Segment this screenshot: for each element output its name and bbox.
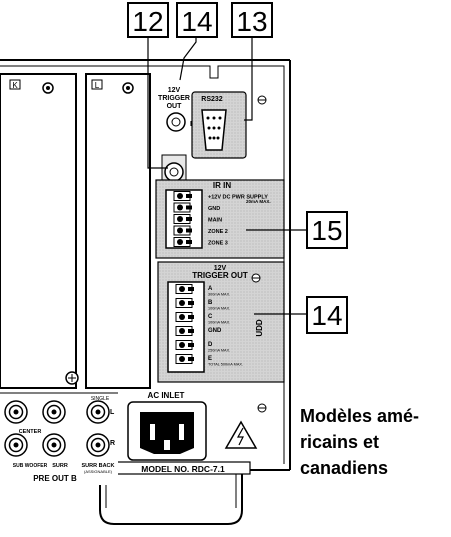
trigger-out-row-sub: 300mA MAX. xyxy=(208,293,230,297)
pre-out-sub-label: SUB WOOFER xyxy=(13,463,48,469)
trigger-terminal xyxy=(175,354,194,364)
caption-line-2: ricains et xyxy=(300,432,380,452)
rca-jack xyxy=(4,433,28,457)
trigger-out-row-sub: 100mA MAX. xyxy=(208,321,230,325)
slot-k-letter: K xyxy=(12,81,18,90)
pre-out-surrback-label: SURR BACK xyxy=(82,463,115,469)
ir-in-title: IR IN xyxy=(213,181,231,190)
trigger-out-row-sub: 250mA MAX. xyxy=(208,349,230,353)
trigger-out-row-sub: TOTAL 500mA MAX. xyxy=(208,363,243,367)
ir-in-row-label: ZONE 2 xyxy=(208,229,228,235)
region-caption: Modèles amé- ricains et canadiens xyxy=(300,403,450,481)
callout-14-top: 14 xyxy=(176,2,218,38)
trigger-out-row-sub: 100mA MAX. xyxy=(208,307,230,311)
ir-terminal xyxy=(173,202,192,213)
ac-inlet: AC INLET xyxy=(127,391,207,461)
rca-jack xyxy=(42,400,66,424)
trigger-terminal xyxy=(175,284,194,294)
callout-14-bottom: 14 xyxy=(306,296,348,334)
pre-out-center-label: CENTER xyxy=(19,429,42,435)
pre-out-r-label: R xyxy=(110,440,115,447)
leader-lines xyxy=(147,36,306,315)
trigger-out-title-1: 12V xyxy=(214,265,227,272)
model-number-plate: MODEL NO. RDC-7.1 xyxy=(115,461,251,475)
ir-in-row-label: GND xyxy=(208,206,220,212)
ir-in-row-sub: 20mA MAX. xyxy=(246,199,271,204)
pre-out-single-label: SINGLE xyxy=(91,396,110,402)
rca-jack xyxy=(4,400,28,424)
trigger-out-row-label: A xyxy=(208,286,213,292)
trigger-terminal xyxy=(175,326,194,336)
rs232-label: RS232 xyxy=(201,96,223,103)
slot-l-letter: L xyxy=(95,81,100,90)
ir-in-row-label: +12V DC PWR SUPPLY xyxy=(208,195,268,201)
callout-12: 12 xyxy=(127,2,169,38)
warning-icon xyxy=(224,420,258,449)
model-number: MODEL NO. RDC-7.1 xyxy=(141,464,225,474)
side-code: UDD xyxy=(255,319,264,337)
ac-inlet-label: AC INLET xyxy=(148,391,185,400)
ir-terminal xyxy=(173,214,192,224)
pre-out-b-label: PRE OUT B xyxy=(33,474,77,483)
ir-in-block: IR IN +12V DC PWR SUPPLY GND MAIN ZONE 2 ZON… xyxy=(155,179,285,259)
ground-symbol-top xyxy=(257,95,267,105)
ir-terminal xyxy=(173,225,192,236)
trigger-jack-label-3: OUT xyxy=(167,103,183,110)
caption-line-1: Modèles amé- xyxy=(300,406,420,426)
pre-out-assignable-label: (ASSIGNABLE) xyxy=(84,469,113,474)
ground-symbol-mid xyxy=(251,273,261,283)
pre-out-l-label: L xyxy=(110,409,115,416)
rs232-port: RS232 xyxy=(191,91,247,159)
slot-card-l: L xyxy=(85,73,151,389)
callout-13: 13 xyxy=(231,2,273,38)
rca-jack xyxy=(42,433,66,457)
trigger-jack-label-1: 12V xyxy=(168,87,181,94)
trigger-jack-label-2: TRIGGER xyxy=(158,95,190,102)
trigger-jack-small: 12V TRIGGER OUT E xyxy=(158,87,195,132)
rca-jack xyxy=(86,433,110,457)
trigger-out-row-label: B xyxy=(208,300,213,306)
ground-symbol-low xyxy=(257,403,267,413)
trigger-out-row-label: GND xyxy=(208,328,222,334)
bottom-screw xyxy=(65,371,79,385)
ir-in-row-label: ZONE 3 xyxy=(208,241,228,247)
trigger-out-row-label: D xyxy=(208,342,213,348)
trigger-out-row-label: E xyxy=(208,356,212,362)
trigger-terminal xyxy=(175,340,194,350)
trigger-out-title-2: TRIGGER OUT xyxy=(192,271,248,280)
pre-out-surr-label: SURR xyxy=(52,463,68,469)
ir-terminal xyxy=(173,191,192,201)
trigger-terminal xyxy=(175,298,194,308)
trigger-out-row-label: C xyxy=(208,314,213,320)
trigger-terminal xyxy=(175,312,194,322)
ir-in-row-label: MAIN xyxy=(208,218,222,224)
callout-15: 15 xyxy=(306,211,348,249)
pre-out-b-section: CENTER SINGLE L R SUB WOOFER SURR SURR B… xyxy=(0,392,118,485)
ir-terminal xyxy=(173,237,192,247)
rca-jack xyxy=(86,400,110,424)
slot-card-k: K xyxy=(0,73,77,389)
caption-line-3: canadiens xyxy=(300,458,389,478)
